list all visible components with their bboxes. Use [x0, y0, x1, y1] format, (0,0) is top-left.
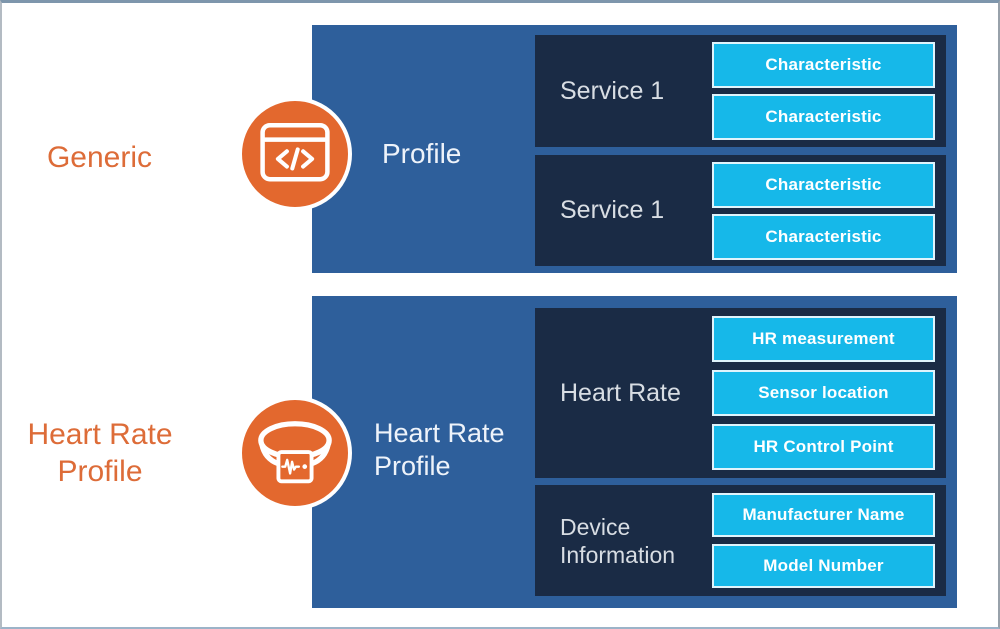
heart-rate-profile-box: Heart Rate Profile Heart Rate HR measure… — [312, 296, 957, 608]
heart-rate-characteristics: HR measurement Sensor location HR Contro… — [712, 308, 935, 478]
service-2-panel: Service 1 Characteristic Characteristic — [535, 155, 946, 266]
hr-control-point-box: HR Control Point — [712, 424, 935, 470]
manufacturer-name-box: Manufacturer Name — [712, 493, 935, 537]
heart-rate-profile-box-label: Heart Rate Profile — [374, 418, 505, 481]
service-1-label: Service 1 — [560, 76, 665, 105]
heart-rate-profile-side-label: Heart Rate Profile — [27, 418, 173, 488]
generic-profile-box: Profile Service 1 Characteristic Charact… — [312, 25, 957, 273]
code-window-icon — [259, 121, 331, 187]
hr-measurement-box: HR measurement — [712, 316, 935, 362]
heart-rate-service-label: Heart Rate — [560, 378, 681, 407]
service-1-characteristics: Characteristic Characteristic — [712, 35, 935, 147]
characteristic-box: Characteristic — [712, 161, 935, 208]
service-2-characteristics: Characteristic Characteristic — [712, 155, 935, 266]
device-information-service-panel: Device Information Manufacturer Name Mod… — [535, 485, 946, 596]
device-information-label: Device Information — [560, 513, 676, 568]
model-number-box: Model Number — [712, 544, 935, 588]
generic-side-label: Generic — [46, 141, 153, 174]
service-1-panel: Service 1 Characteristic Characteristic — [535, 35, 946, 147]
characteristic-box: Characteristic — [712, 213, 935, 260]
sensor-location-box: Sensor location — [712, 370, 935, 416]
characteristic-box: Characteristic — [712, 42, 935, 88]
heart-rate-band-icon — [256, 414, 334, 492]
service-2-label: Service 1 — [560, 196, 665, 224]
generic-icon-badge — [238, 97, 352, 211]
device-information-characteristics: Manufacturer Name Model Number — [712, 485, 935, 596]
profile-box-label: Profile — [382, 138, 462, 169]
heart-rate-service-panel: Heart Rate HR measurement Sensor locatio… — [535, 308, 946, 478]
heart-rate-icon-badge — [238, 396, 352, 510]
characteristic-box: Characteristic — [712, 94, 935, 140]
